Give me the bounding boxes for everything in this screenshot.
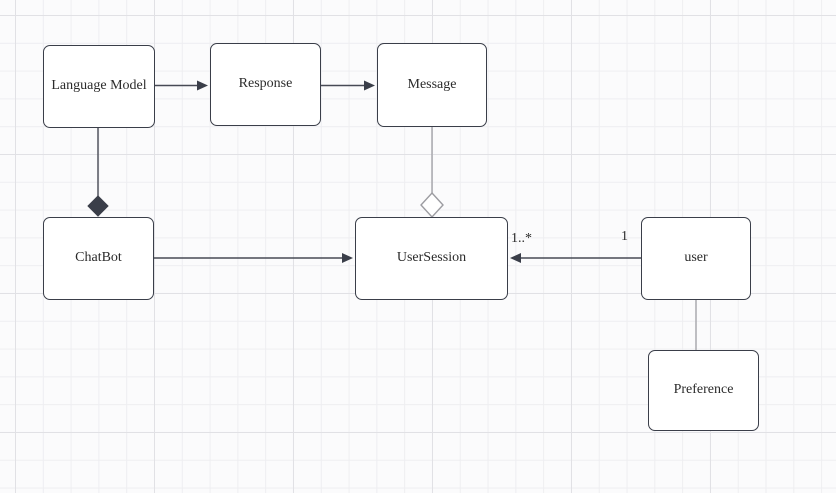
node-message[interactable]: Message xyxy=(377,43,487,127)
composition-filled-diamond-icon xyxy=(87,195,109,217)
node-label: Message xyxy=(407,76,457,92)
edge-language-model-to-chatbot-composition[interactable] xyxy=(87,128,109,217)
multiplicity-label-usersession-end: 1..* xyxy=(511,231,532,246)
node-label: Response xyxy=(238,76,293,92)
node-label: Language Model xyxy=(51,78,147,94)
node-preference[interactable]: Preference xyxy=(648,350,759,431)
node-chatbot[interactable]: ChatBot xyxy=(43,217,154,300)
multiplicity-label-user-end: 1 xyxy=(621,229,628,244)
aggregation-hollow-diamond-icon xyxy=(420,191,444,219)
node-language-model[interactable]: Language Model xyxy=(43,45,155,128)
edge-message-to-usersession-aggregation[interactable] xyxy=(420,127,444,219)
node-user[interactable]: user xyxy=(641,217,751,300)
node-label: Preference xyxy=(673,382,734,398)
node-usersession[interactable]: UserSession xyxy=(355,217,508,300)
node-label: user xyxy=(684,250,708,266)
node-label: ChatBot xyxy=(75,250,122,266)
node-response[interactable]: Response xyxy=(210,43,321,126)
node-label: UserSession xyxy=(396,250,467,266)
